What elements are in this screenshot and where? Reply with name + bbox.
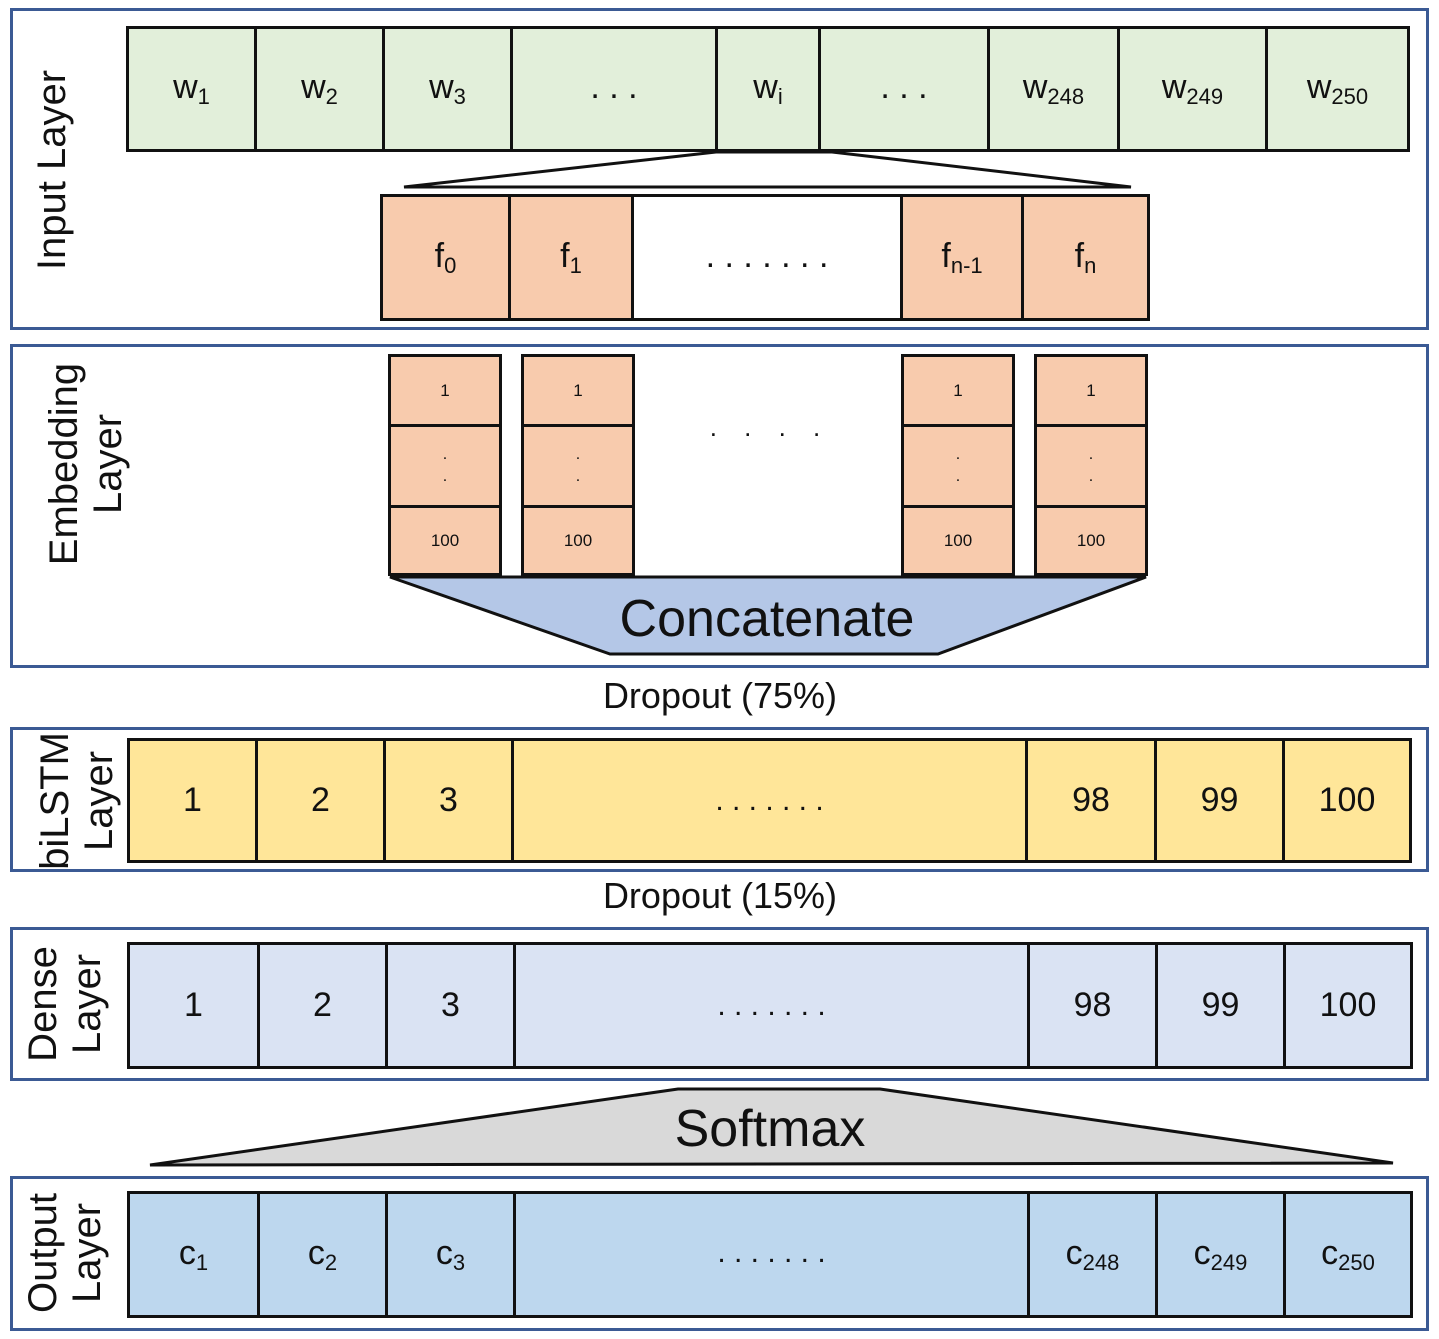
softmax-label: Softmax [674,1100,866,1158]
embedding-cell-last: 100 [521,505,635,576]
embedding-cell-first: 1 [1034,354,1148,427]
word-cell: w3 [382,26,513,152]
concatenate-shape [389,575,1147,656]
dropout-15-label: Dropout (15%) [602,875,838,916]
input-word-row: w1 w2 w3 . . . wi . . . w248 w249 w250 [126,26,1410,152]
output-text: . . . . . . . [717,1235,826,1269]
bilstm-layer-label: biLSTM Layer [33,732,121,870]
feature-text: f0 [434,236,457,278]
bilstm-cell: 3 [383,738,514,863]
output-text: c1 [178,1233,209,1275]
dense-cell: 2 [257,942,388,1069]
word-text: . . . [590,68,638,106]
bilstm-row: 1 2 3 . . . . . . . 98 99 100 [127,738,1412,863]
output-cell-ellipsis: . . . . . . . [513,1191,1030,1318]
feature-cell: fn [1021,194,1150,321]
feature-cell: f1 [508,194,634,321]
output-layer-label: Output Layer [21,1192,109,1314]
bilstm-cell-ellipsis: . . . . . . . [511,738,1028,863]
bilstm-cell: 99 [1154,738,1285,863]
embedding-cell-first: 1 [901,354,1015,427]
word-cell: w248 [987,26,1120,152]
bilstm-cell: 2 [255,738,386,863]
feature-text: . . . . . . . [705,236,829,275]
feature-text: f1 [560,236,582,278]
output-row: c1 c2 c3 . . . . . . . c248 c249 c250 [127,1191,1413,1318]
word-text: wi [753,68,783,109]
output-cell: c248 [1027,1191,1158,1318]
feature-text: fn [1074,236,1097,278]
word-text: w250 [1306,68,1369,109]
embedding-cell-last: 100 [1034,505,1148,576]
embedding-vector: 1 .. 100 [388,354,502,576]
dense-row: 1 2 3 . . . . . . . 98 99 100 [127,942,1413,1069]
word-cell: w2 [254,26,385,152]
embedding-gap-dots: . . . . [709,412,831,442]
word-cell: w249 [1117,26,1268,152]
embedding-cell-dots: .. [901,424,1015,508]
embedding-cell-dots: .. [1034,424,1148,508]
word-cell: w250 [1265,26,1410,152]
dense-cell: 100 [1283,942,1413,1069]
input-to-feature-funnel [403,150,1132,189]
output-cell: c2 [257,1191,388,1318]
dense-cell: 98 [1027,942,1158,1069]
output-cell: c250 [1283,1191,1413,1318]
word-cell: w1 [126,26,257,152]
word-text: w3 [429,68,466,109]
dense-cell: 1 [127,942,260,1069]
embedding-vector: 1 .. 100 [521,354,635,576]
word-text: . . . [880,68,928,106]
output-text: c3 [435,1233,466,1275]
embedding-cell-last: 100 [388,505,502,576]
word-cell-ellipsis: . . . [818,26,990,152]
embedding-cell-last: 100 [901,505,1015,576]
output-text: c2 [307,1233,338,1275]
word-text: w1 [173,68,210,109]
dense-layer-label: Dense Layer [21,946,109,1062]
output-cell: c1 [127,1191,260,1318]
output-cell: c3 [385,1191,516,1318]
concatenate-label: Concatenate [619,590,915,648]
bilstm-cell: 1 [127,738,258,863]
bilstm-cell: 100 [1282,738,1412,863]
output-cell: c249 [1155,1191,1286,1318]
softmax-shape [149,1087,1394,1167]
dense-cell: 99 [1155,942,1286,1069]
output-text: c249 [1193,1233,1248,1275]
dense-cell-ellipsis: . . . . . . . [513,942,1030,1069]
bilstm-cell: 98 [1025,738,1157,863]
dense-cell: 3 [385,942,516,1069]
feature-cell-ellipsis: . . . . . . . [631,194,903,321]
word-cell: wi [715,26,821,152]
output-text: c250 [1321,1233,1375,1275]
feature-row: f0 f1 . . . . . . . fn-1 fn [380,194,1150,321]
dropout-75-label: Dropout (75%) [602,675,838,716]
output-text: c248 [1065,1233,1120,1275]
word-text: w2 [301,68,338,109]
word-text: w248 [1022,68,1085,109]
feature-text: fn-1 [941,236,983,278]
embedding-vector: 1 .. 100 [1034,354,1148,576]
word-text: w249 [1161,68,1224,109]
embedding-vector: 1 .. 100 [901,354,1015,576]
